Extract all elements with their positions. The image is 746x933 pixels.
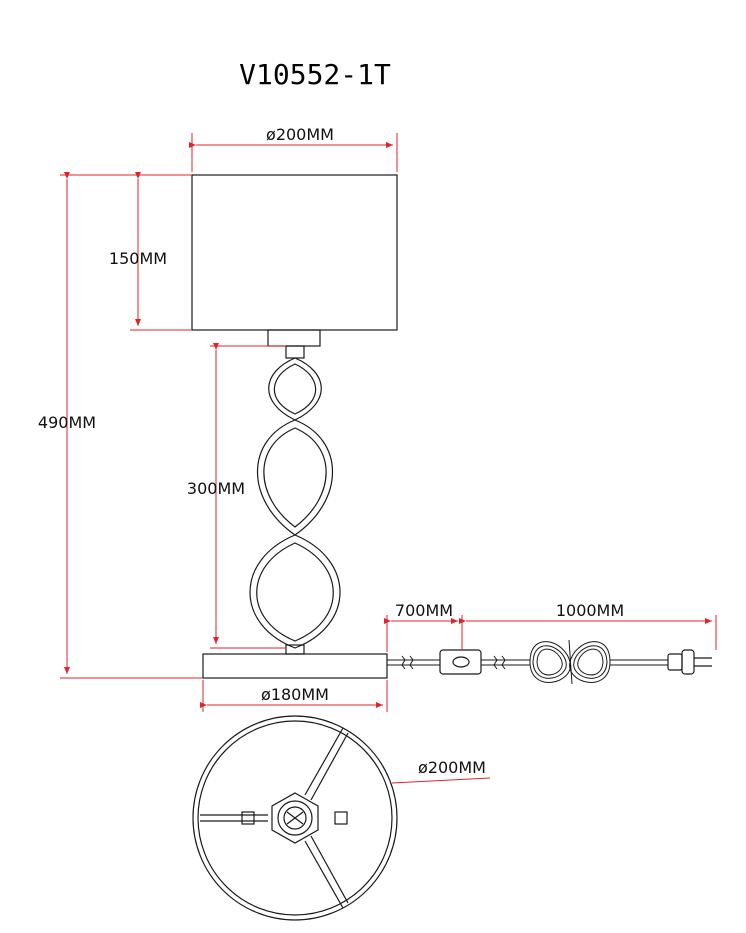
dim-shade-diameter: ø200MM: [189, 125, 398, 172]
bottom-diameter-label: ø200MM: [418, 758, 486, 777]
dim-shade-height: 150MM: [109, 172, 192, 331]
dim-cord-to-switch: 700MM: [384, 601, 463, 652]
dim-base-diameter: ø180MM: [200, 680, 388, 712]
cord-to-switch-label: 700MM: [395, 601, 453, 620]
dim-bottom-diameter: ø200MM: [391, 758, 491, 784]
drawing-title: V10552-1T: [239, 58, 391, 91]
total-height-label: 490MM: [38, 413, 96, 432]
lamp-shade: [191, 174, 398, 331]
dim-body-height: 300MM: [187, 343, 286, 649]
dim-switch-to-plug: 1000MM: [459, 601, 717, 650]
bottom-view: [192, 715, 398, 921]
plug-icon: [667, 649, 712, 675]
base-diameter-label: ø180MM: [261, 685, 329, 704]
shade-collar: [267, 329, 321, 347]
shade-diameter-label: ø200MM: [266, 125, 334, 144]
power-cord: [387, 639, 668, 685]
switch-to-plug-label: 1000MM: [556, 601, 624, 620]
shade-height-label: 150MM: [109, 249, 167, 268]
lamp-base: [202, 653, 388, 679]
lamp-body: [249, 345, 341, 655]
dim-total-height: 490MM: [38, 172, 203, 679]
body-height-label: 300MM: [187, 479, 245, 498]
inline-switch: [439, 649, 482, 675]
